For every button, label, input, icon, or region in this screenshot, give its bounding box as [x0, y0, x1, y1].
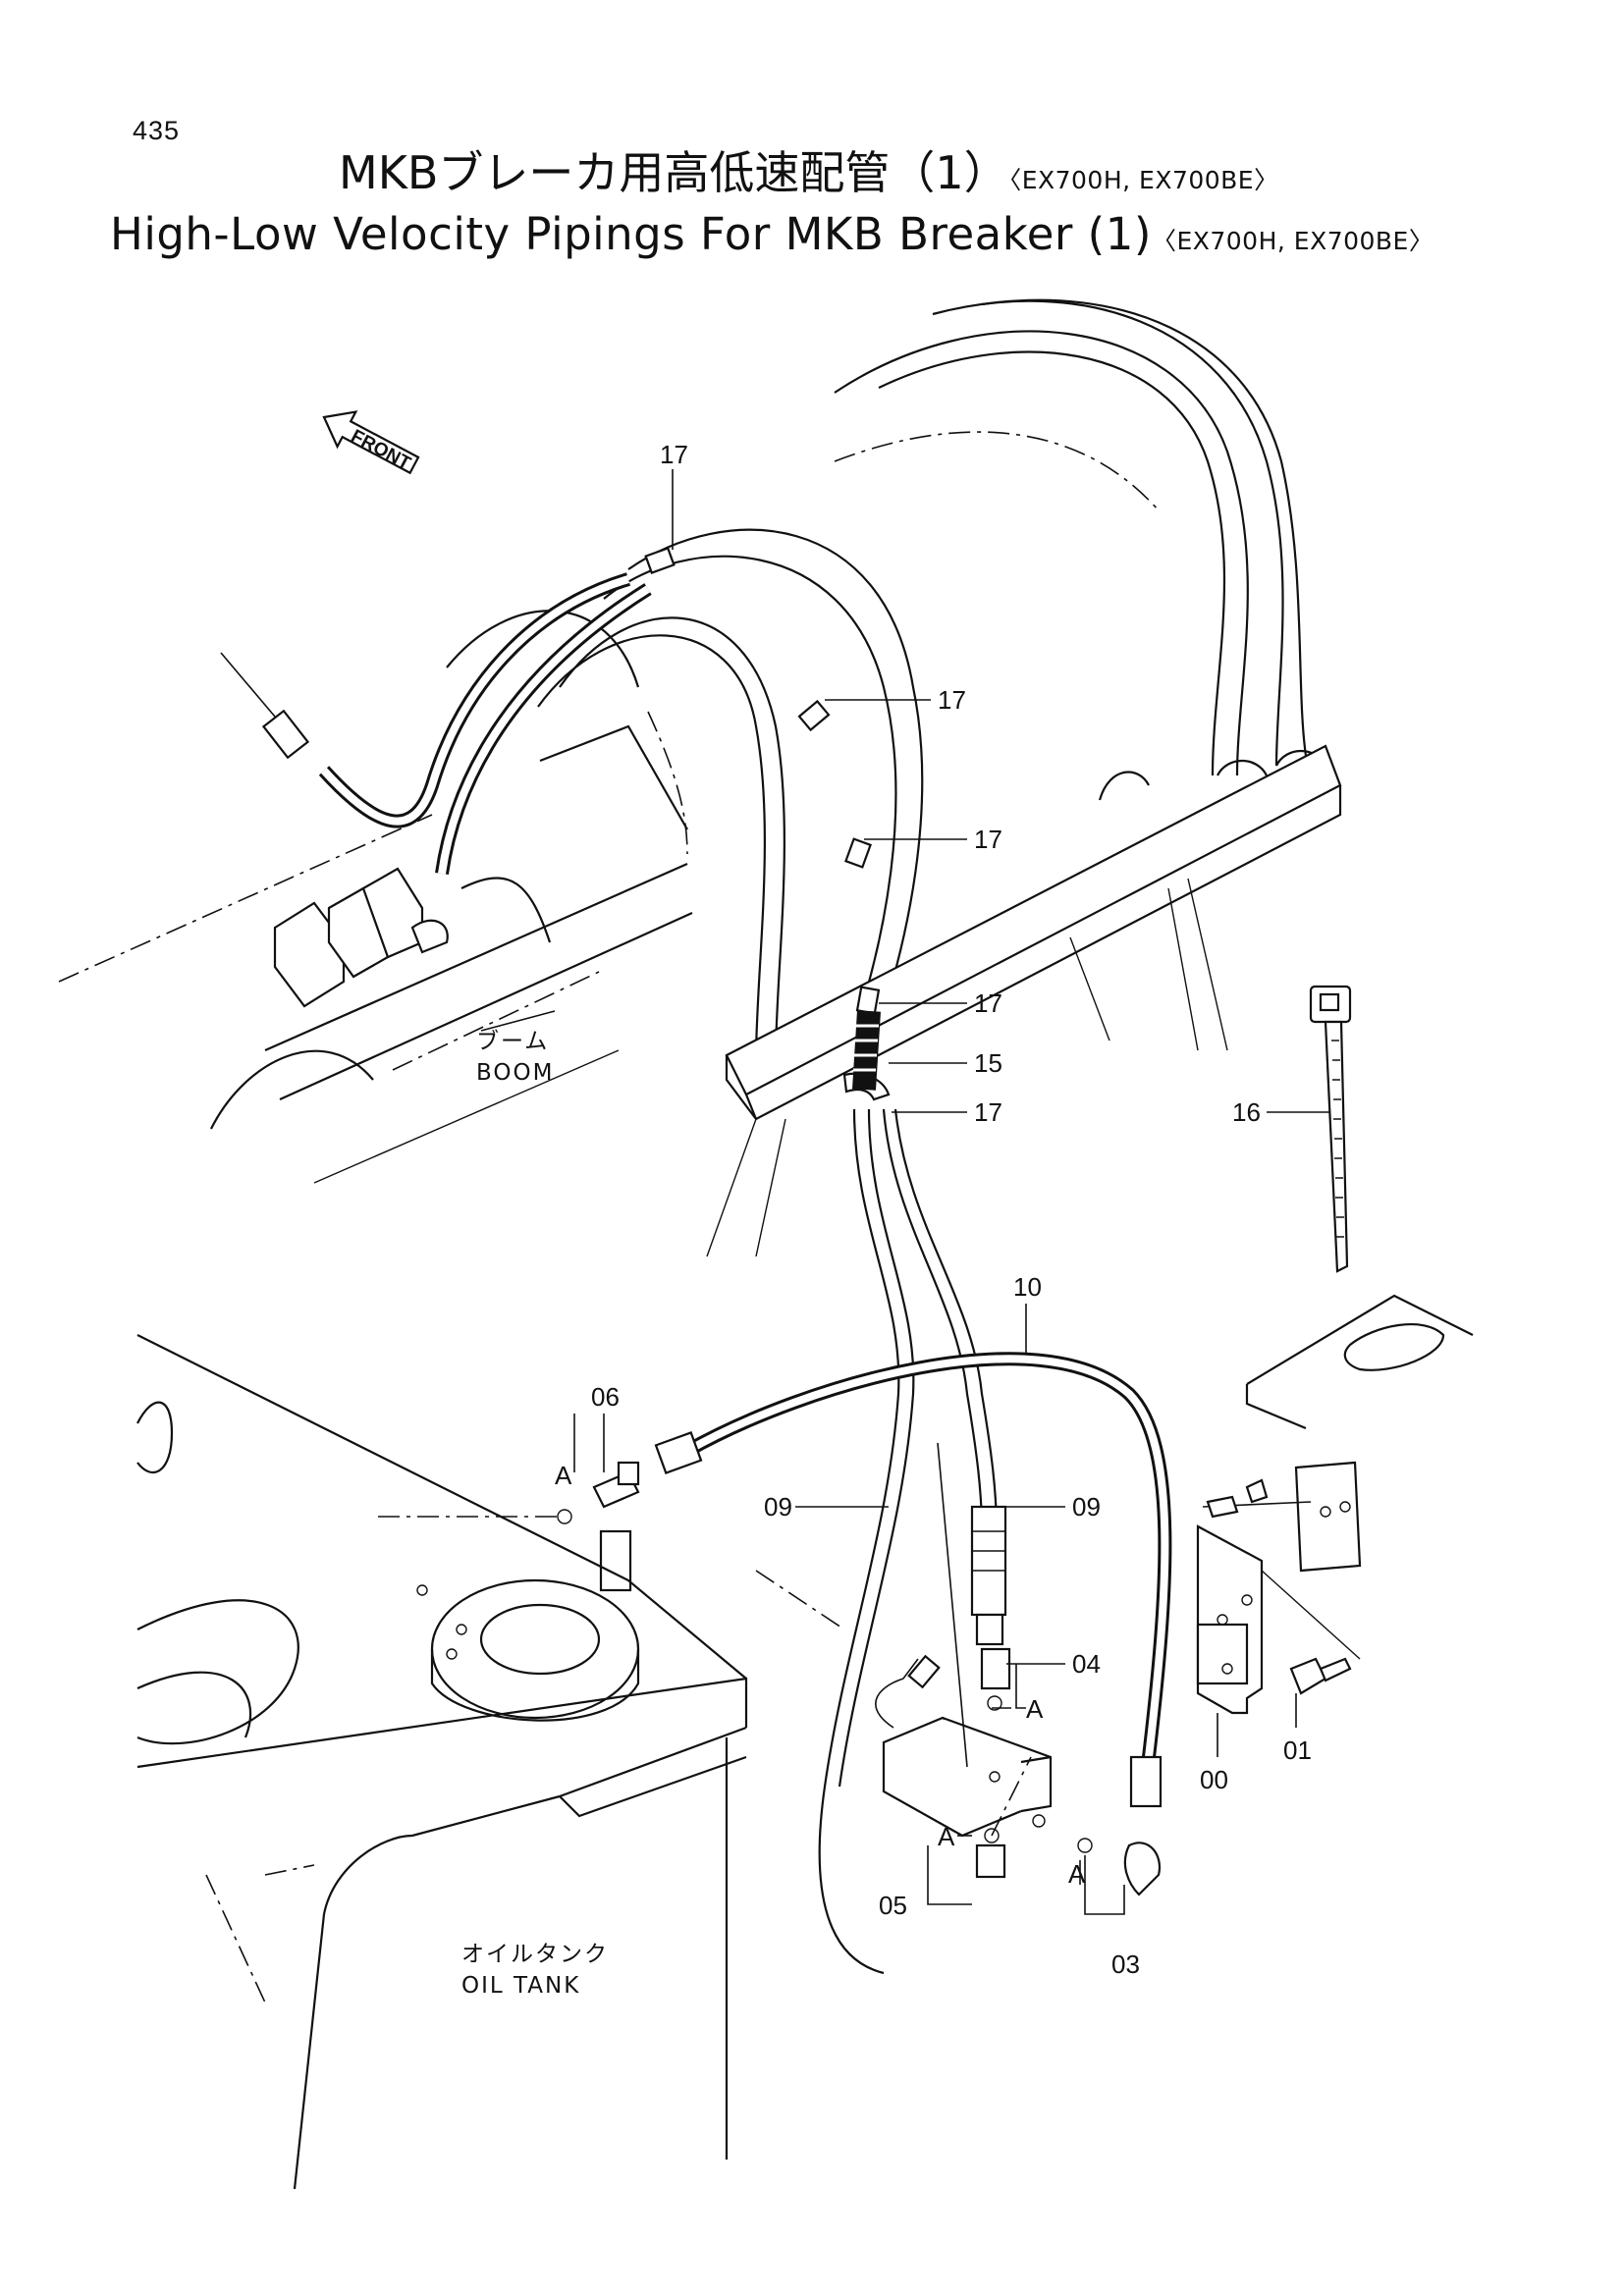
model-tag: 〈EX700H, EX700BE〉 — [1151, 227, 1434, 255]
oil-tank-label-en: OIL TANK — [461, 1973, 580, 1999]
callout-17-third: 17 — [974, 825, 1002, 854]
callout-06: 06 — [591, 1382, 620, 1412]
callout-a-04: A — [1026, 1694, 1044, 1724]
callout-04: 04 — [1072, 1649, 1101, 1679]
callout-16: 16 — [1232, 1097, 1261, 1127]
callout-00: 00 — [1200, 1765, 1228, 1794]
callout-10: 10 — [1013, 1272, 1042, 1302]
callout-09-left: 09 — [764, 1492, 792, 1522]
callout-leaders — [480, 469, 1330, 1915]
boom-label-jp: ブーム — [476, 1029, 549, 1054]
main-hoses — [818, 1108, 999, 1975]
callout-05: 05 — [879, 1891, 907, 1920]
callout-numbers: 17 17 17 17 15 17 16 10 09 09 06 A 04 A … — [555, 440, 1312, 1979]
right-frame — [1202, 1294, 1474, 1573]
boom-label-en: BOOM — [476, 1060, 554, 1086]
cable-tie-16 — [1309, 985, 1352, 1273]
front-label: FRONT — [348, 426, 414, 474]
front-arrow: FRONT — [322, 410, 420, 474]
cross-beam — [706, 744, 1342, 1257]
title-english: High-Low Velocity Pipings For MKB Breake… — [110, 208, 1434, 260]
alignment-lines — [378, 1516, 1032, 1837]
model-tag: 〈EX700H, EX700BE〉 — [1008, 166, 1279, 194]
fittings — [557, 1461, 1162, 1896]
callout-17-bottom: 17 — [974, 1097, 1002, 1127]
solenoid-valve — [875, 1654, 1053, 1838]
page-number: 435 — [133, 116, 181, 145]
clamps-17 — [644, 547, 891, 1101]
oil-tank-label-jp: オイルタンク — [461, 1942, 609, 1967]
area-labels: ブーム BOOM オイルタンク OIL TANK — [461, 1029, 609, 1999]
title-japanese: MKBブレーカ用高低速配管（1）〈EX700H, EX700BE〉 — [339, 137, 1279, 202]
bolt-01 — [1289, 1657, 1352, 1695]
title-japanese-text: MKBブレーカ用高低速配管（1） — [339, 146, 1009, 199]
callout-15: 15 — [974, 1048, 1002, 1078]
callout-a-05: A — [938, 1822, 955, 1851]
callout-17-top: 17 — [660, 440, 688, 469]
spiral-guard-15 — [852, 1010, 881, 1091]
callout-01: 01 — [1283, 1735, 1312, 1765]
callout-17-fourth: 17 — [974, 988, 1002, 1018]
callout-a-03: A — [1068, 1859, 1086, 1889]
rear-hose-arches — [834, 298, 1326, 801]
valve-blocks — [273, 867, 449, 1008]
callout-09-right: 09 — [1072, 1492, 1101, 1522]
bracket-00 — [1196, 1524, 1361, 1715]
boom-left-hoses — [220, 572, 652, 875]
hose-10 — [654, 1352, 1172, 1808]
callout-a-06: A — [555, 1461, 572, 1490]
title-english-text: High-Low Velocity Pipings For MKB Breake… — [110, 208, 1152, 260]
front-hose-arches — [446, 528, 924, 1061]
callout-17-second: 17 — [938, 685, 966, 715]
callout-03: 03 — [1111, 1949, 1140, 1979]
boom-structure — [58, 711, 693, 1184]
hose-09-fitting — [970, 1505, 1007, 1646]
oil-tank — [136, 1334, 748, 2190]
